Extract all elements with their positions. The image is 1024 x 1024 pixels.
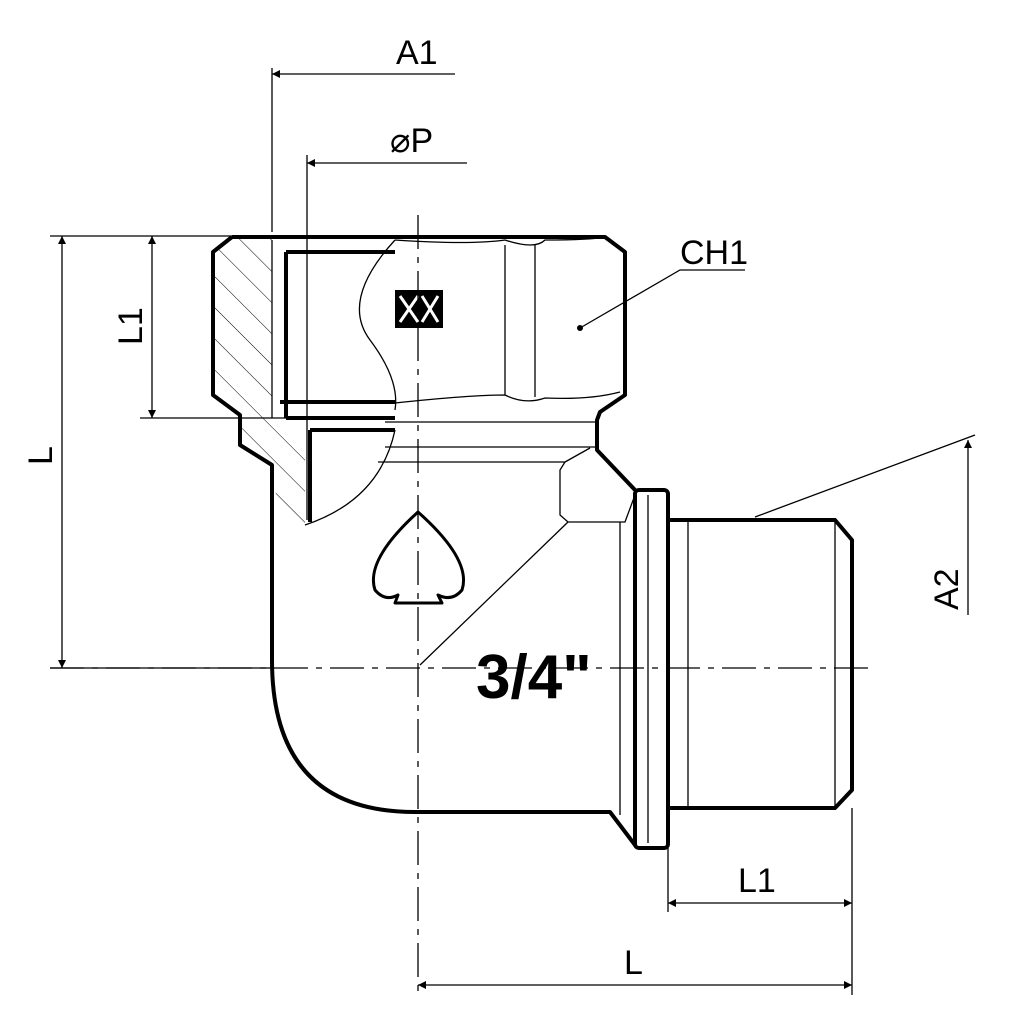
dim-label-diameter-p: ⌀P [390,122,433,160]
logo-box [395,290,443,328]
dim-label-l-bottom: L [624,944,643,982]
dim-label-l-left: L [22,446,60,465]
dim-label-a2: A2 [928,568,966,610]
section-hatch [215,237,305,525]
dim-label-l1-bottom: L1 [738,862,776,900]
dim-label-l1-left: L1 [112,307,150,345]
dim-label-ch1: CH1 [680,234,748,272]
dimension-lines [50,68,976,995]
spade-mark-icon [372,510,465,605]
dim-label-a1: A1 [396,34,438,72]
fitting-body [211,235,854,850]
size-marking: 3/4" [476,643,592,712]
